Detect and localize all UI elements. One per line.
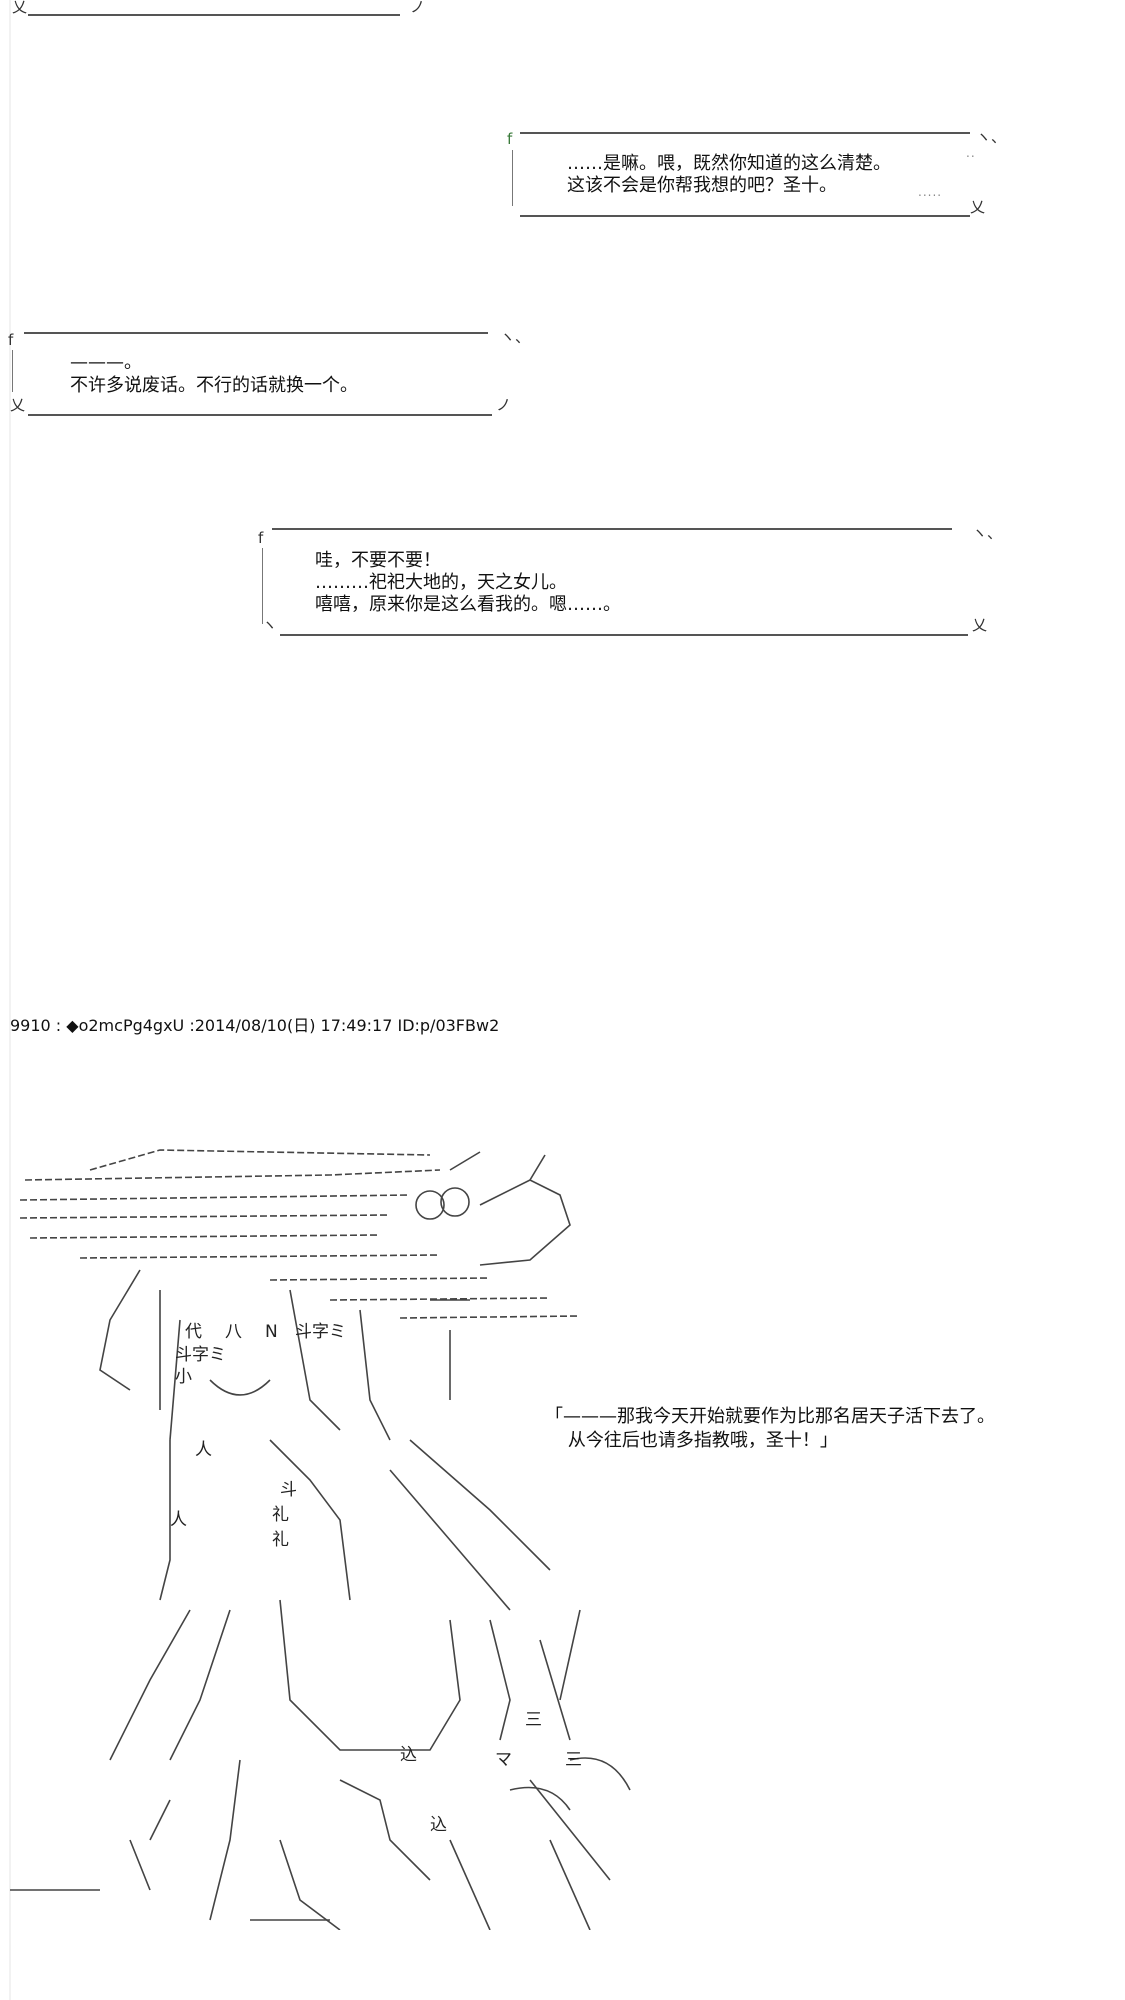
art-label: 小 bbox=[175, 1367, 192, 1387]
bubble-bottom-line bbox=[28, 414, 492, 416]
bubble-corner: ノ bbox=[410, 0, 426, 16]
art-label: 三 bbox=[565, 1750, 582, 1770]
character-quote-line: 「———那我今天开始就要作为比那名居天子活下去了。 bbox=[545, 1406, 995, 1427]
bubble-bottom-line bbox=[280, 634, 968, 636]
art-label: 八 bbox=[225, 1322, 242, 1342]
bubble-text-line: ……是嘛。喂，既然你知道的这么清楚。 bbox=[567, 153, 891, 174]
art-label: 人 bbox=[195, 1440, 212, 1460]
bubble-corner: 乂 bbox=[970, 198, 986, 216]
bubble-corner: f bbox=[258, 529, 264, 547]
bubble-corner: ヽ bbox=[262, 616, 278, 634]
art-label: 礼 bbox=[272, 1505, 289, 1525]
bubble-top-line bbox=[272, 528, 952, 530]
bubble-corner: 乂 bbox=[972, 616, 988, 634]
art-label: 斗字ミ bbox=[295, 1322, 346, 1342]
bubble-left-border bbox=[12, 350, 13, 392]
bubble-text-line: 嘻嘻，原来你是这么看我的。嗯……。 bbox=[315, 594, 621, 615]
bubble-corner: f bbox=[507, 130, 513, 148]
art-label: 人 bbox=[170, 1510, 187, 1530]
bubble-corner: 乂 bbox=[12, 0, 28, 16]
bubble-text-line: 这该不会是你帮我想的吧？圣十。 bbox=[567, 175, 837, 196]
art-label: 代 bbox=[185, 1322, 202, 1342]
bubble-text-line: 哇，不要不要！ bbox=[315, 550, 441, 571]
bubble-top-line bbox=[24, 332, 488, 334]
character-quote-line: 从今往后也请多指教哦，圣十！」 bbox=[545, 1430, 838, 1451]
art-label: 込 bbox=[400, 1745, 417, 1765]
bubble-corner: ヽ、 bbox=[972, 524, 1003, 542]
bubble-corner: ヽ、 bbox=[976, 128, 1007, 146]
art-label: 礼 bbox=[272, 1530, 289, 1550]
bubble-text-line: 不许多说废话。不行的话就换一个。 bbox=[70, 375, 358, 396]
art-label: N bbox=[265, 1322, 278, 1342]
bubble-corner: 乂 bbox=[10, 396, 26, 414]
bubble-left-border bbox=[262, 548, 263, 624]
art-label: 斗字ミ bbox=[175, 1345, 226, 1365]
art-label: 斗 bbox=[280, 1480, 297, 1500]
ascii-art-character-icon: 代 八 N 斗字ミ 斗字ミ 小 人 人 斗 礼 礼 込 込 マ 三 三 bbox=[10, 1140, 650, 1931]
art-label: マ bbox=[495, 1750, 512, 1770]
art-label: 込 bbox=[430, 1815, 447, 1835]
bubble-text-line: ———。 bbox=[70, 352, 142, 373]
bubble-top-line bbox=[520, 132, 970, 134]
post-header: 9910 : ◆o2mcPg4gxU :2014/08/10(日) 17:49:… bbox=[10, 1016, 500, 1035]
bubble-text-line: ………祀祀大地的，天之女儿。 bbox=[315, 572, 567, 593]
art-label: 三 bbox=[525, 1710, 542, 1730]
left-margin-line bbox=[9, 0, 11, 2000]
bubble-decoration: .. bbox=[966, 146, 976, 160]
bubble-corner: ヽ、 bbox=[500, 328, 531, 346]
bubble-corner: f bbox=[8, 331, 14, 349]
bubble-decoration: ..... bbox=[918, 185, 943, 199]
bubble-left-border bbox=[512, 150, 513, 206]
bubble-bottom-line bbox=[28, 14, 400, 16]
bubble-bottom-line bbox=[520, 215, 970, 217]
bubble-corner: ノ bbox=[496, 396, 512, 414]
